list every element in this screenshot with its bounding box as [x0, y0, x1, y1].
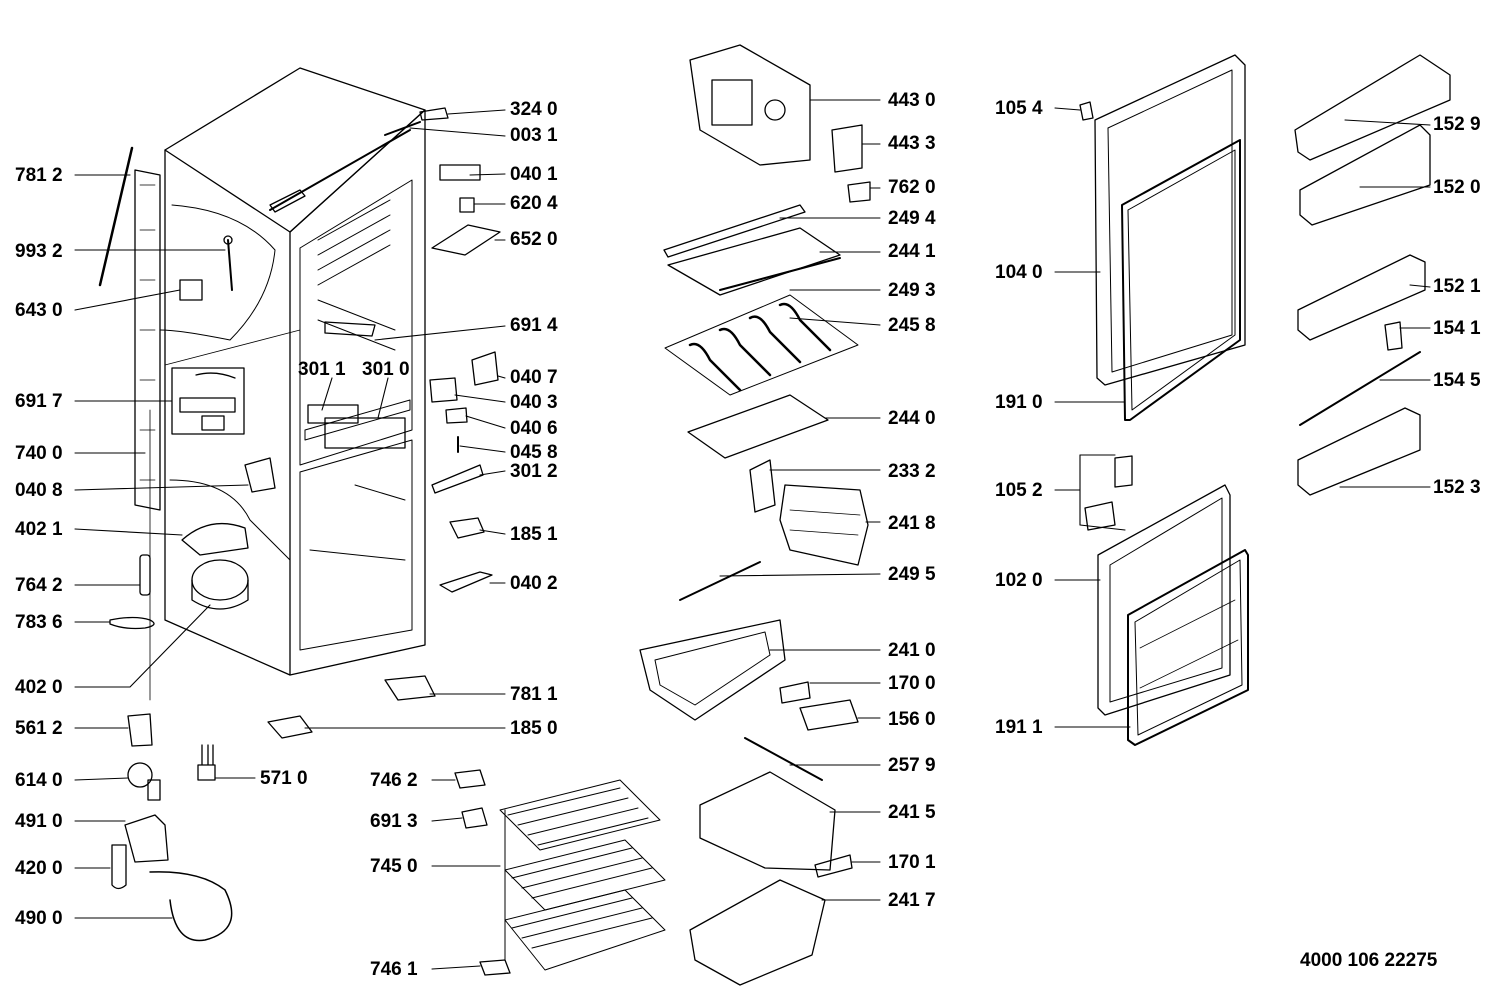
part-label: 249 3 [888, 280, 936, 301]
part-label: 241 0 [888, 640, 936, 661]
part-label: 691 7 [15, 391, 63, 412]
part-label: 104 0 [995, 262, 1043, 283]
part-label: 170 1 [888, 852, 936, 873]
part-label: 491 0 [15, 811, 63, 832]
part-label: 154 1 [1433, 318, 1481, 339]
part-label: 040 1 [510, 164, 558, 185]
document-number: 4000 106 22275 [1300, 950, 1438, 971]
part-label: 244 0 [888, 408, 936, 429]
part-label: 993 2 [15, 241, 63, 262]
part-label: 154 5 [1433, 370, 1481, 391]
part-label: 301 2 [510, 461, 558, 482]
part-label: 691 4 [510, 315, 558, 336]
doors-drawing [1079, 54, 1451, 746]
part-label: 443 0 [888, 90, 936, 111]
part-label: 003 1 [510, 125, 558, 146]
part-label: 745 0 [370, 856, 418, 877]
part-label: 781 1 [510, 684, 558, 705]
part-label: 152 1 [1433, 276, 1481, 297]
part-label: 040 7 [510, 367, 558, 388]
part-label: 249 4 [888, 208, 936, 229]
part-label: 781 2 [15, 165, 63, 186]
part-label: 191 1 [995, 717, 1043, 738]
part-label: 040 2 [510, 573, 558, 594]
interior-parts-drawing [639, 44, 871, 986]
part-label: 245 8 [888, 315, 936, 336]
part-label: 241 8 [888, 513, 936, 534]
part-label: 571 0 [260, 768, 308, 789]
part-label: 420 0 [15, 858, 63, 879]
part-label: 402 1 [15, 519, 63, 540]
part-label: 764 2 [15, 575, 63, 596]
part-label: 762 0 [888, 177, 936, 198]
part-label: 301 1 [298, 359, 346, 380]
part-label: 746 1 [370, 959, 418, 980]
part-label: 156 0 [888, 709, 936, 730]
part-label: 040 8 [15, 480, 63, 501]
part-label: 233 2 [888, 461, 936, 482]
cabinet-drawing [98, 67, 666, 976]
part-label: 443 3 [888, 133, 936, 154]
part-label: 040 6 [510, 418, 558, 439]
part-label: 249 5 [888, 564, 936, 585]
part-label: 402 0 [15, 677, 63, 698]
part-label: 185 0 [510, 718, 558, 739]
part-label: 620 4 [510, 193, 558, 214]
part-label: 185 1 [510, 524, 558, 545]
part-label: 301 0 [362, 359, 410, 380]
part-label: 152 3 [1433, 477, 1481, 498]
part-label: 191 0 [995, 392, 1043, 413]
part-label: 045 8 [510, 442, 558, 463]
part-label: 170 0 [888, 673, 936, 694]
part-label: 241 7 [888, 890, 936, 911]
part-label: 040 3 [510, 392, 558, 413]
part-label: 105 4 [995, 98, 1043, 119]
part-label: 691 3 [370, 811, 418, 832]
part-label: 244 1 [888, 241, 936, 262]
part-label: 102 0 [995, 570, 1043, 591]
part-label: 740 0 [15, 443, 63, 464]
part-label: 257 9 [888, 755, 936, 776]
part-label: 241 5 [888, 802, 936, 823]
leader-lines [74, 99, 1431, 970]
part-label: 783 6 [15, 612, 63, 633]
part-label: 652 0 [510, 229, 558, 250]
part-label: 561 2 [15, 718, 63, 739]
part-label: 324 0 [510, 99, 558, 120]
part-label: 614 0 [15, 770, 63, 791]
part-label: 105 2 [995, 480, 1043, 501]
part-label: 152 0 [1433, 177, 1481, 198]
part-label: 152 9 [1433, 114, 1481, 135]
part-label: 643 0 [15, 300, 63, 321]
part-label: 490 0 [15, 908, 63, 929]
part-label: 746 2 [370, 770, 418, 791]
